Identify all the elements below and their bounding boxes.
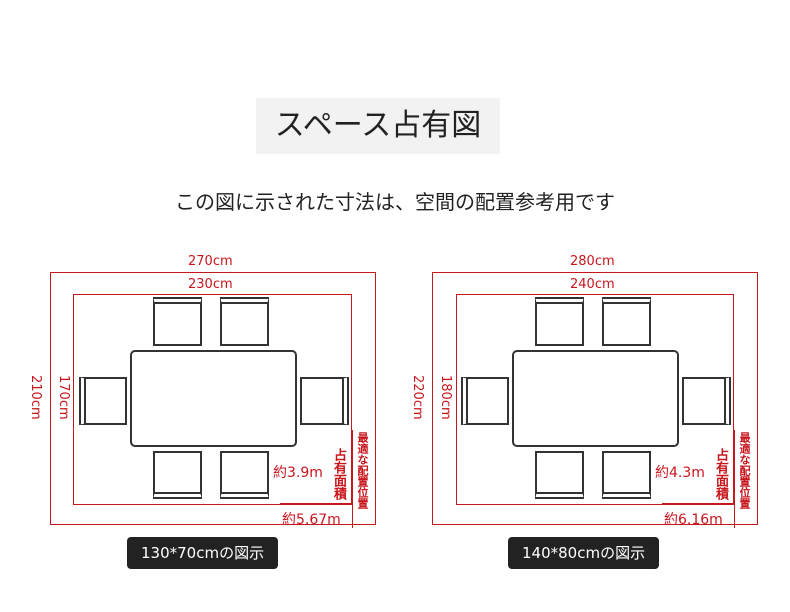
outer-width-label: 280cm [570,254,615,269]
chair [602,451,651,499]
dining-table [512,350,679,447]
inner-width-label: 230cm [188,277,233,292]
optimal-perimeter: 約5.67m [282,512,341,528]
chair [153,451,202,499]
inner-height-label: 170cm [56,375,71,420]
outer-area-rect [432,272,758,525]
outer-height-label: 220cm [410,375,425,420]
chair [220,451,269,499]
chair [153,297,202,346]
dimension-line [734,430,735,528]
occupied-perimeter: 約4.3m [655,465,705,481]
chair [79,377,127,425]
chair [535,451,584,499]
diagram-130x70: 270cm 230cm 210cm 170cm 約3.9m 約5.67m 占有面… [28,0,440,612]
inner-area-rect [73,294,352,505]
dimension-line [662,503,734,504]
caption: 130*70cmの図示 [127,537,279,569]
inner-height-label: 180cm [438,375,453,420]
dining-table [130,350,297,447]
outer-width-label: 270cm [188,254,233,269]
optimal-perimeter: 約6.16m [664,512,723,528]
subtitle: この図に示された寸法は、空間の配置参考用です [175,190,615,214]
chair [300,377,349,425]
dimension-line [352,430,353,528]
caption: 140*80cmの図示 [508,537,660,569]
chair [220,297,269,346]
occupied-perimeter: 約3.9m [273,465,323,481]
chair [535,297,584,346]
outer-area-rect [50,272,376,525]
chair [461,377,509,425]
outer-height-label: 210cm [28,375,43,420]
chair [682,377,731,425]
occupied-area-label: 占有面積 [713,448,728,500]
optimal-placement-label: 最適な配置位置 [356,432,369,509]
inner-width-label: 240cm [570,277,615,292]
occupied-area-label: 占有面積 [331,448,346,500]
dimension-line [280,503,352,504]
inner-area-rect [456,294,734,505]
page-title: スペース占有図 [256,98,500,154]
diagram-140x80: 280cm 240cm 220cm 180cm 約4.3m 約6.16m 占有面… [410,0,790,612]
chair [602,297,651,346]
optimal-placement-label: 最適な配置位置 [738,432,751,509]
